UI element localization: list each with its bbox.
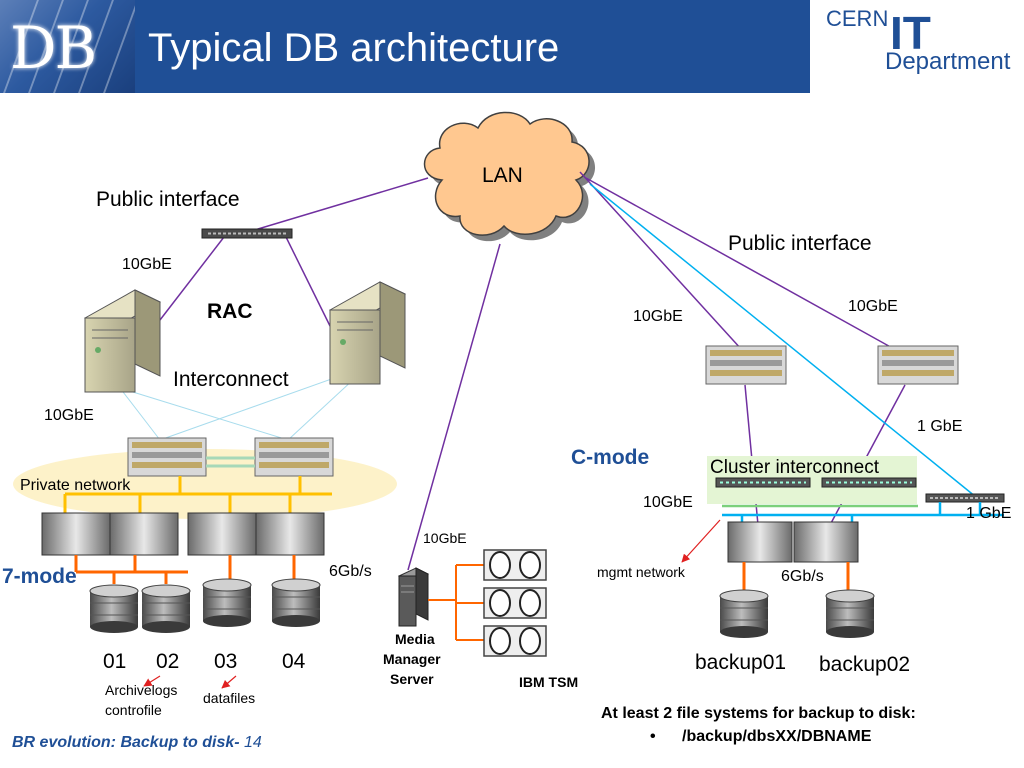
disk-backup01 xyxy=(719,589,769,638)
tape-drive-2 xyxy=(483,587,547,619)
rac-server-2 xyxy=(328,281,407,385)
public-switch-left xyxy=(201,228,293,239)
disk-volume-04 xyxy=(271,578,321,627)
seven-mode-label: 7-mode xyxy=(2,565,77,588)
cluster-interconnect-label: Cluster interconnect xyxy=(710,457,879,478)
mgmt-network-label: mgmt network xyxy=(597,564,685,580)
storage-bus-7mode xyxy=(74,555,296,584)
mgmt-link-speed: 1 GbE xyxy=(917,418,963,435)
page-number: 14 xyxy=(244,734,262,751)
volume-label-04: 04 xyxy=(282,650,306,673)
tape-drive-1 xyxy=(483,549,547,581)
footer-note-line2: /backup/dbsXX/DBNAME xyxy=(682,728,872,745)
cern-logo-line2: Department xyxy=(885,48,1011,75)
volume-label-02: 02 xyxy=(156,650,180,673)
backup02-label: backup02 xyxy=(819,653,911,676)
storage-controllers-cmode xyxy=(727,521,859,563)
tape-label: IBM TSM xyxy=(519,674,579,690)
uplink-right-b-speed: 10GbE xyxy=(848,298,898,315)
disk-backup02 xyxy=(825,589,875,638)
rac-server-1 xyxy=(83,289,162,393)
media-manager-server xyxy=(397,567,430,627)
db-logo-text: DB xyxy=(10,14,97,82)
footer-note-line1: At least 2 file systems for backup to di… xyxy=(601,705,916,722)
cern-logo-it: IT xyxy=(890,7,931,59)
header-bar: DB Typical DB architecture CERN IT Depar… xyxy=(0,0,1024,93)
controlfile-note: controfile xyxy=(105,702,162,718)
rac-label: RAC xyxy=(207,300,253,323)
public-switch-right-1 xyxy=(705,345,787,385)
interconnect-switch-1 xyxy=(127,437,207,477)
lan-label: LAN xyxy=(482,164,523,187)
disk-speed-left: 6Gb/s xyxy=(329,563,372,580)
public-switch-right-2 xyxy=(877,345,959,385)
slide-title: Typical DB architecture xyxy=(148,26,560,70)
datafiles-arrow xyxy=(221,675,237,689)
storage-bus-cmode xyxy=(742,562,850,590)
cern-logo xyxy=(810,0,1024,93)
cern-logo-line1: CERN xyxy=(826,6,889,31)
media-manager-line3: Server xyxy=(390,671,434,687)
footer-caption: BR evolution: Backup to disk- 14 xyxy=(12,734,262,752)
datafiles-note: datafiles xyxy=(203,690,256,706)
uplink-left-speed: 10GbE xyxy=(122,256,172,273)
tape-drive-3 xyxy=(483,625,547,657)
disk-speed-right: 6Gb/s xyxy=(781,568,824,585)
mgmt-switch xyxy=(925,493,1005,503)
media-manager-line1: Media xyxy=(395,631,435,647)
cluster-switch-1 xyxy=(715,477,811,488)
storage-controllers-7mode xyxy=(41,512,325,556)
media-manager-line2: Manager xyxy=(383,651,441,667)
footer-note-bullet: • xyxy=(650,728,656,745)
archivelogs-arrow xyxy=(143,675,161,687)
disk-volume-01 xyxy=(89,584,139,633)
private-network-bus xyxy=(63,476,332,515)
volume-label-03: 03 xyxy=(214,650,238,673)
uplink-right-a-speed: 10GbE xyxy=(633,308,683,325)
private-network-label: Private network xyxy=(20,477,131,494)
interconnect-label: Interconnect xyxy=(173,368,289,391)
footer-caption-text: BR evolution: Backup to disk- xyxy=(12,734,240,751)
db-logo: DB xyxy=(0,0,135,93)
mgmt-network-arrow xyxy=(681,519,721,563)
archivelogs-note: Archivelogs xyxy=(105,682,178,698)
volume-label-01: 01 xyxy=(103,650,127,673)
disk-volume-03 xyxy=(202,578,252,627)
backup01-label: backup01 xyxy=(695,651,787,674)
cluster-switch-2 xyxy=(821,477,917,488)
lan-cloud xyxy=(423,111,596,242)
disk-volume-02 xyxy=(141,584,191,633)
mgmt-switch-speed: 1 GbE xyxy=(966,505,1012,522)
interconnect-switch-2 xyxy=(254,437,334,477)
tape-links xyxy=(428,564,484,641)
media-link-speed: 10GbE xyxy=(423,530,467,546)
c-mode-label: C-mode xyxy=(571,446,650,469)
public-interface-left-label: Public interface xyxy=(96,188,240,211)
cluster-speed: 10GbE xyxy=(643,494,693,511)
public-interface-right-label: Public interface xyxy=(728,232,872,255)
interconnect-speed: 10GbE xyxy=(44,407,94,424)
mgmt-link-line xyxy=(589,183,977,498)
